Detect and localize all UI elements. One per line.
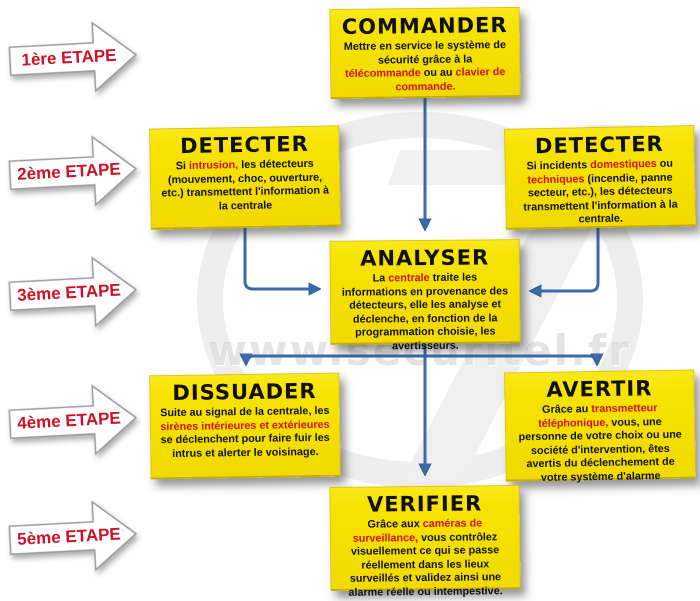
step-arrow-1: 1ère ETAPE bbox=[0, 14, 144, 101]
step-label: 2ème ETAPE bbox=[16, 159, 122, 184]
box-title: DETECTER bbox=[179, 131, 309, 159]
connector-detecterleft-analyser bbox=[243, 226, 319, 289]
step-label: 5ème ETAPE bbox=[16, 524, 122, 549]
box-title: ANALYSER bbox=[360, 245, 490, 271]
box-detecter-intrusion: DETECTER Si intrusion, les détecteurs (m… bbox=[149, 125, 341, 230]
box-dissuader: DISSUADER Suite au signal de la centrale… bbox=[149, 372, 341, 480]
box-title: VERIFIER bbox=[366, 491, 483, 517]
step-arrow-2: 2ème ETAPE bbox=[0, 128, 144, 215]
box-verifier: VERIFIER Grâce aux caméras de surveillan… bbox=[329, 485, 521, 599]
box-body: Grâce aux caméras de surveillance, vous … bbox=[348, 517, 503, 599]
connector-analyser-dissuader bbox=[246, 356, 425, 364]
box-body: Grâce au transmetteur téléphonique, vous… bbox=[518, 402, 682, 484]
right-arrow-icon bbox=[8, 135, 138, 207]
box-avertir: AVERTIR Grâce au transmetteur téléphoniq… bbox=[504, 369, 696, 484]
step-arrow-4: 4ème ETAPE bbox=[0, 377, 144, 464]
connector-detecterright-analyser bbox=[531, 226, 600, 291]
box-body: Si intrusion, les détecteurs (mouvement,… bbox=[161, 157, 330, 213]
box-title: DETECTER bbox=[534, 131, 664, 159]
box-body: La centrale traite les informations en p… bbox=[341, 271, 509, 353]
box-title: COMMANDER bbox=[341, 12, 508, 40]
box-title: DISSUADER bbox=[172, 378, 317, 406]
right-arrow-icon bbox=[8, 500, 138, 572]
box-commander: COMMANDER Mettre en service le système d… bbox=[329, 6, 521, 100]
step-arrow-3: 3ème ETAPE bbox=[0, 249, 144, 336]
box-analyser: ANALYSER La centrale traite les informat… bbox=[329, 239, 521, 352]
box-body: Suite au signal de la centrale, les sirè… bbox=[160, 404, 330, 460]
box-detecter-incidents: DETECTER Si incidents domestiques ou tec… bbox=[504, 125, 696, 230]
right-arrow-icon bbox=[8, 384, 138, 456]
right-arrow-icon bbox=[8, 21, 138, 93]
step-label: 4ème ETAPE bbox=[16, 408, 122, 433]
connector-analyser-avertir bbox=[425, 356, 597, 364]
step-arrow-5: 5ème ETAPE bbox=[0, 493, 144, 580]
box-body: Mettre en service le système de sécurité… bbox=[343, 39, 506, 94]
box-body: Si incidents domestiques ou techniques (… bbox=[523, 157, 678, 226]
box-title: AVERTIR bbox=[546, 376, 653, 402]
step-label: 3ème ETAPE bbox=[16, 280, 122, 305]
right-arrow-icon bbox=[8, 256, 138, 328]
step-label: 1ère ETAPE bbox=[20, 45, 117, 70]
